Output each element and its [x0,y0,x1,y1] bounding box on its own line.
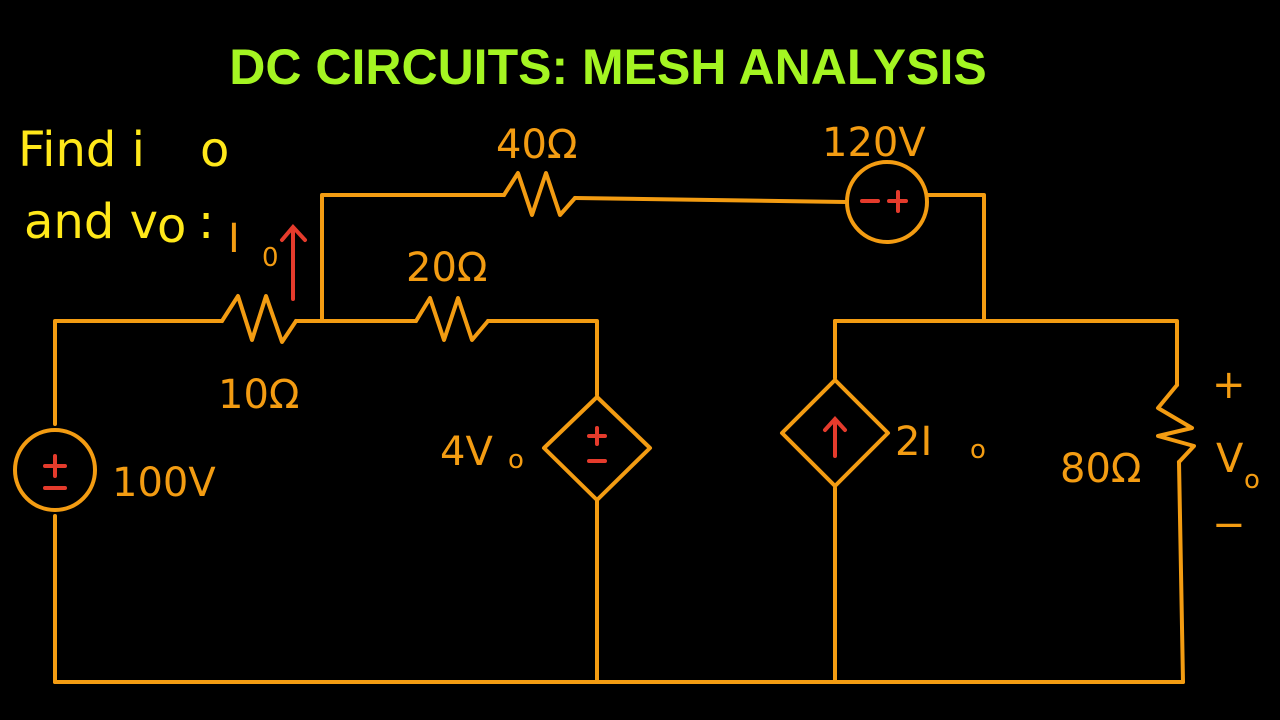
vo-minus: − [1212,502,1246,548]
resistor-10: 10Ω [218,294,299,418]
voltage-source-100v-circle [13,428,97,512]
prompt-line2: and v [24,194,158,250]
resistor-40: 40Ω [496,122,577,217]
voltage-source-120v-label: 120V [822,120,926,166]
resistor-10-zigzag [220,294,298,344]
resistor-80-label: 80Ω [1060,446,1141,492]
wire-top-mid [573,196,848,204]
resistor-20-zigzag [414,296,490,342]
dependent-current-source-label-sub: o [970,435,986,465]
resistor-10-label: 10Ω [218,372,299,418]
wire-r80-bottom [1177,460,1185,684]
voltage-source-100v-label: 100V [112,460,216,506]
arrow-up-icon [280,223,307,301]
prompt: Find i o and v o : [18,122,229,254]
voltage-source-120v: 120V [822,120,929,244]
vo-marker: + V o − [1212,362,1260,548]
voltage-source-120v-circle [845,160,929,244]
resistor-80: 80Ω [1060,383,1196,492]
plus-icon [887,190,908,213]
resistor-80-zigzag [1156,383,1196,464]
plus-icon [43,454,67,478]
plus-icon [587,426,607,446]
voltage-source-100v: 100V [13,428,216,512]
page-title: DC CIRCUITS: MESH ANALYSIS [229,39,986,95]
vo-label-sub: o [1244,465,1260,495]
current-io-indicator: I 0 [228,216,307,301]
resistor-20-label: 20Ω [406,245,487,291]
dependent-voltage-source: 4V o [440,395,652,502]
prompt-line1: Find i [18,122,145,178]
wire-right-top [833,319,1179,387]
prompt-line2-sub: o [157,198,186,254]
dependent-current-source-diamond [780,378,890,488]
resistor-20: 20Ω [406,245,490,342]
current-io-label: I [228,216,240,262]
wire-to-dep-v [486,319,599,397]
wire-top-right [926,193,986,323]
prompt-line2-colon: : [198,194,214,250]
prompt-line1-sub: o [200,122,229,178]
resistor-40-label: 40Ω [496,122,577,168]
wire-top-left [320,193,506,323]
arrow-up-icon [823,416,847,458]
dependent-voltage-source-diamond [542,395,652,502]
vo-label: V [1216,436,1244,482]
resistor-40-zigzag [502,171,577,217]
current-io-label-sub: 0 [262,243,279,273]
wires [53,193,1185,684]
vo-plus: + [1212,362,1246,408]
wire-left-upper [53,319,224,426]
dependent-voltage-source-label-sub: o [508,445,524,475]
dependent-current-source: 2I o [780,378,986,488]
dependent-current-source-label: 2I [895,419,932,465]
dependent-voltage-source-label: 4V [440,429,493,475]
